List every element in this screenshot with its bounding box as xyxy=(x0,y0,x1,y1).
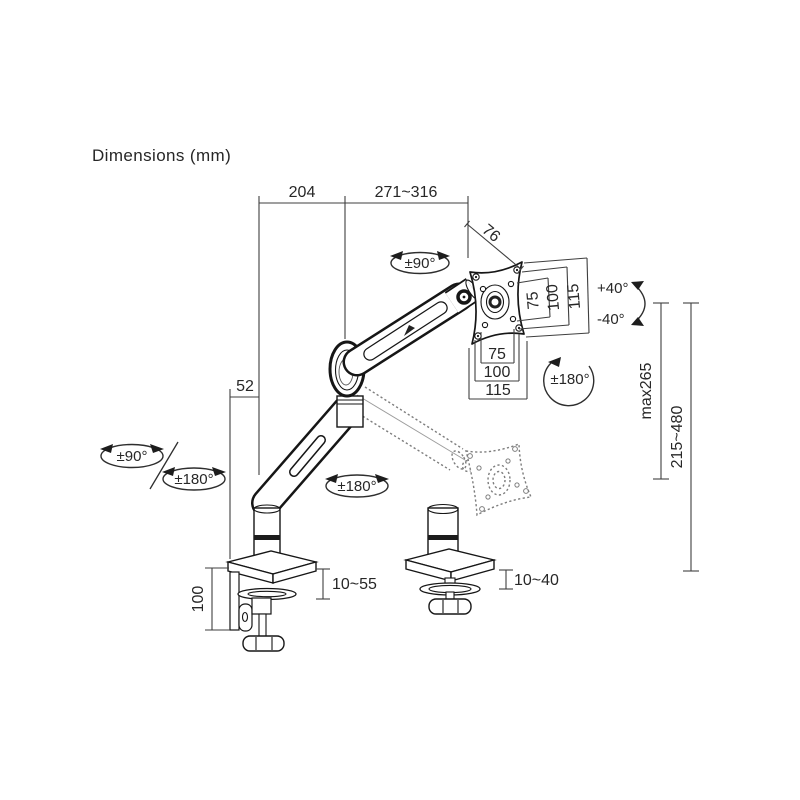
ghost-screw-holes xyxy=(467,446,529,512)
dim-label-vesa-v-100: 100 xyxy=(544,283,563,311)
grommet-knob xyxy=(428,598,472,615)
right-base-pole-band xyxy=(428,535,458,540)
monitor-arm-illustration xyxy=(225,261,533,652)
vesa-hub-mid xyxy=(485,290,505,314)
clamp-pivot-block xyxy=(251,597,272,615)
dim-label-vesa-h-115: 115 xyxy=(485,382,511,399)
left-base-pole-top xyxy=(253,504,281,514)
head-swivel-arrow-icon xyxy=(437,251,450,260)
head-swivel-hook-icon xyxy=(390,251,403,260)
dimension-head-depth: 76 xyxy=(464,220,524,273)
vesa-hole-centers xyxy=(474,268,521,338)
dimension-height-ranges: max265 215~480 xyxy=(638,302,699,572)
dim-label-271-316: 271~316 xyxy=(375,184,438,201)
dimension-clamp-height: 100 xyxy=(190,567,230,631)
dim-label-vesa-v-75: 75 xyxy=(524,291,542,310)
riser-pole-body xyxy=(336,395,364,428)
dim-label-clamp-100: 100 xyxy=(190,586,207,613)
tilt-up-arrow-icon xyxy=(631,281,644,290)
head-joint xyxy=(444,278,481,314)
ghost-plate-outline xyxy=(465,442,533,517)
ghost-hub-outer xyxy=(487,464,511,496)
vesa-screw-holes xyxy=(472,266,523,340)
angle-label-tilt-up: +40° xyxy=(597,280,628,297)
dim-label-vesa-h-75: 75 xyxy=(488,346,506,363)
dimension-grommet-thickness: 10~40 xyxy=(499,569,559,590)
arm-swivel-arrow-icon xyxy=(375,474,389,483)
tilt-annotation: +40° -40° xyxy=(597,280,646,328)
tilt-down-arrow-icon xyxy=(631,317,644,326)
vesa-plate xyxy=(469,261,525,345)
base-rotate-180-arrow-icon xyxy=(212,467,226,476)
clamp-knob xyxy=(242,635,285,652)
dimension-elbow-offset: 52 xyxy=(229,378,259,559)
clamp-screw-shaft xyxy=(258,613,267,638)
ghost-hub-inner xyxy=(492,470,506,490)
ghost-arm-bottom-edge xyxy=(350,408,451,471)
angle-label-base-rotate: ±180° xyxy=(174,471,213,488)
vesa-rotation-arrow-icon xyxy=(548,357,561,367)
right-base-pole xyxy=(427,507,459,557)
dim-label-vesa-v-115: 115 xyxy=(565,283,584,310)
vesa-rotation-annotation: ±180° xyxy=(543,357,595,407)
lower-arm-slot xyxy=(290,436,325,476)
upper-arm-slot xyxy=(364,302,447,360)
vesa-hub-bolt xyxy=(488,295,502,309)
arm-swivel-annotation: ±180° xyxy=(325,474,389,498)
left-base-pole-band xyxy=(254,535,280,540)
left-base-pole xyxy=(253,507,281,557)
slash-divider xyxy=(149,441,179,490)
angle-label-base-swivel: ±90° xyxy=(117,448,148,465)
upper-arm-clip-detail xyxy=(404,325,415,336)
angle-label-arm-swivel: ±180° xyxy=(337,478,376,495)
base-swivel-90-hook-icon xyxy=(100,444,113,453)
angle-label-vesa-rotate: ±180° xyxy=(550,371,589,388)
dimension-desk-thickness: 10~55 xyxy=(316,568,377,600)
lower-arm xyxy=(251,395,362,518)
arm-swivel-hook-icon xyxy=(325,474,338,483)
dim-label-52: 52 xyxy=(236,378,254,395)
head-joint-bolt-center xyxy=(462,295,466,299)
dim-label-76: 76 xyxy=(479,221,504,246)
dim-label-204: 204 xyxy=(289,184,316,201)
dim-label-10-40: 10~40 xyxy=(514,572,559,589)
right-base xyxy=(403,503,497,615)
clamp-tab-slot xyxy=(241,611,249,623)
dim-label-215-480: 215~480 xyxy=(669,406,686,469)
page-title: Dimensions (mm) xyxy=(92,146,231,165)
dim-label-vesa-h-100: 100 xyxy=(484,364,511,381)
rotation-annotations: ±90° ±180° +40° -40° ±180° ±9 xyxy=(100,251,646,498)
dim-label-max265: max265 xyxy=(638,362,655,419)
dimension-vesa-vertical: 75 100 115 xyxy=(516,257,590,338)
ghost-joint-cylinder xyxy=(451,450,467,470)
angle-label-head-swivel: ±90° xyxy=(405,255,436,272)
dimension-top-widths: 204 271~316 xyxy=(258,184,469,475)
upper-arm xyxy=(342,282,474,377)
ghost-vesa-plate xyxy=(465,442,533,517)
base-swivel-90-arrow-icon xyxy=(150,444,164,453)
vesa-hub-outer xyxy=(480,284,510,320)
ghost-arm-top-edge xyxy=(364,386,464,450)
head-swivel-annotation: ±90° xyxy=(390,251,450,275)
angle-label-tilt-down: -40° xyxy=(597,311,625,328)
riser-pole xyxy=(336,395,364,428)
base-rotate-180-hook-icon xyxy=(162,467,175,476)
right-base-pole-top xyxy=(427,503,459,515)
dim-label-10-55: 10~55 xyxy=(332,576,377,593)
ghost-arm xyxy=(350,386,487,476)
left-base-plate-front-r xyxy=(272,561,317,584)
dimension-vesa-horizontal: 75 100 115 xyxy=(468,329,528,400)
clamp-handle-inner xyxy=(247,590,287,598)
clamp-back-plate xyxy=(229,571,240,631)
base-swivel-annotation: ±90° ±180° xyxy=(100,441,226,491)
clamp-bottom-tab xyxy=(238,603,253,632)
ghost-arm-leader-line xyxy=(356,394,466,461)
left-base xyxy=(225,504,319,652)
